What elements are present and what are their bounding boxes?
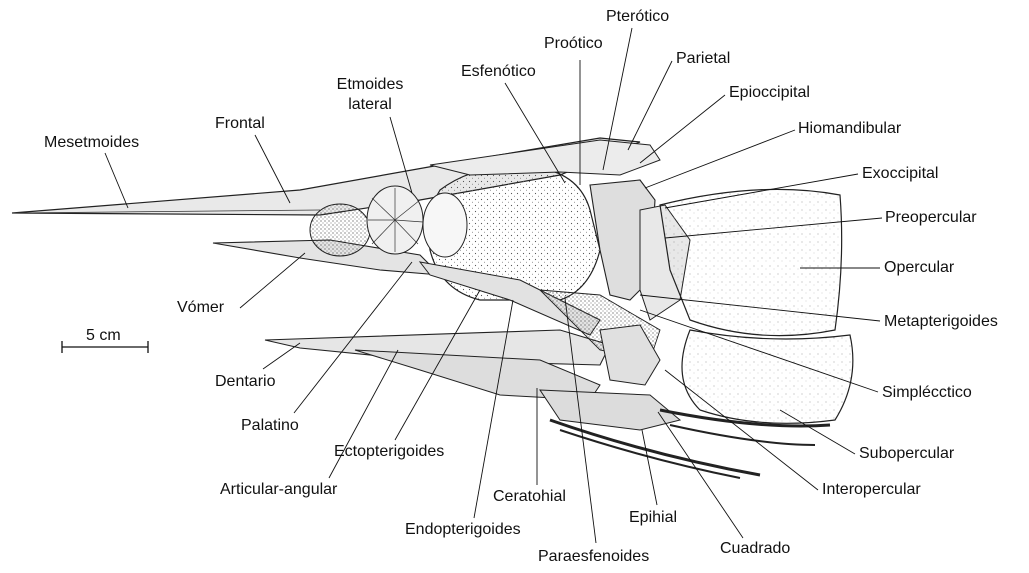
label-prootico: Proótico (544, 35, 603, 53)
label-preopercular: Preopercular (885, 209, 977, 227)
label-mesetmoides: Mesetmoides (44, 134, 139, 152)
label-exoccipital: Exoccipital (862, 165, 938, 183)
label-etmoides-lateral-line1: Etmoides (337, 76, 404, 94)
label-hiomandibular: Hiomandibular (798, 120, 901, 138)
label-endopterigoides: Endopterigoides (405, 521, 521, 539)
cranium-roof (430, 140, 660, 175)
label-paraesfenoides: Paraesfenoides (538, 548, 649, 566)
label-parietal: Parietal (676, 50, 730, 68)
label-epioccipital: Epioccipital (729, 84, 810, 102)
label-opercular: Opercular (884, 259, 954, 277)
label-etmoides-lateral-line2: lateral (348, 96, 392, 114)
label-subopercular: Subopercular (859, 445, 954, 463)
scale-bar-label: 5 cm (86, 327, 121, 345)
label-ceratohial: Ceratohial (493, 488, 566, 506)
label-pterotico: Pterótico (606, 8, 669, 26)
label-metapterigoides: Metapterigoides (884, 313, 998, 331)
label-epihial: Epihial (629, 509, 677, 527)
subopercular (682, 330, 853, 423)
label-cuadrado: Cuadrado (720, 540, 790, 558)
label-ectopterigoides: Ectopterigoides (334, 443, 444, 461)
etmoides-region (310, 204, 370, 256)
label-palatino: Palatino (241, 417, 299, 435)
label-esfenotico: Esfenótico (461, 63, 536, 81)
label-simplecctico: Simplécctico (882, 384, 972, 402)
label-articular-angular: Articular-angular (220, 481, 337, 499)
label-interopercular: Interopercular (822, 481, 921, 499)
label-vomer: Vómer (177, 299, 224, 317)
label-dentario: Dentario (215, 373, 275, 391)
label-frontal: Frontal (215, 115, 265, 133)
